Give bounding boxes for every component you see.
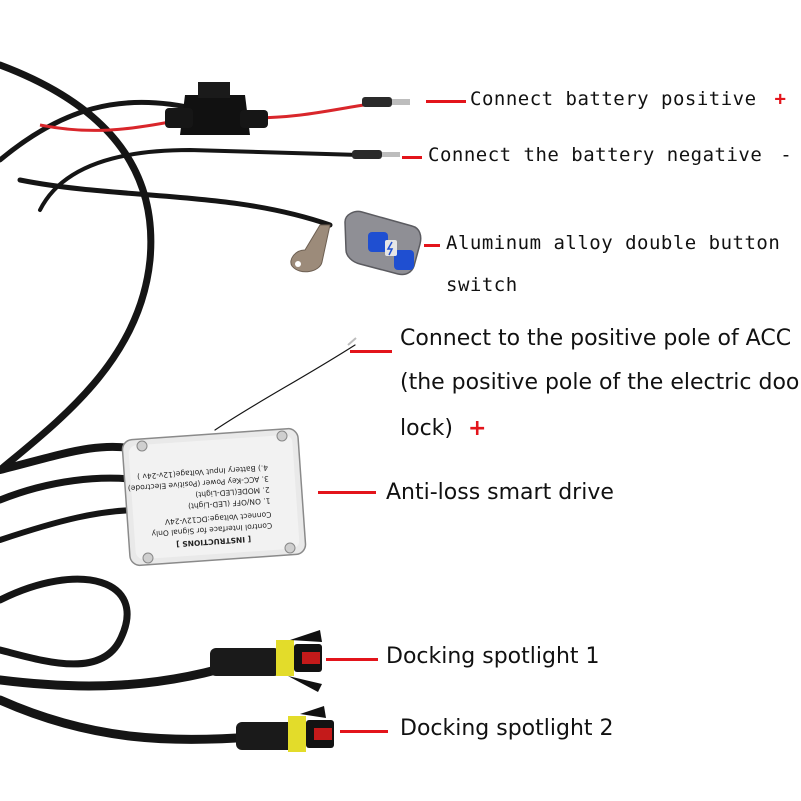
- label-battery-positive: Connect battery positive +: [470, 88, 787, 110]
- label-spotlight-2: Docking spotlight 2: [400, 716, 614, 741]
- acc-bare-end: [347, 337, 357, 346]
- negative-bare-end: [382, 152, 400, 157]
- control-box: [ INSTRUCTIONS ] Control Interface for S…: [121, 427, 307, 567]
- wire-lower-loop: [0, 575, 131, 668]
- connector-spotlight-2: [236, 706, 334, 752]
- wire-switch: [17, 177, 333, 228]
- wire-negative: [38, 147, 362, 212]
- leader-battery-negative: [402, 156, 422, 159]
- label-spotlight-1: Docking spotlight 1: [386, 644, 600, 669]
- switch-button-right: [394, 250, 414, 270]
- connector-spotlight-1: [210, 630, 322, 692]
- leader-drive: [318, 491, 376, 494]
- leader-spot1: [326, 658, 378, 661]
- wire-lower-left-2: [0, 474, 144, 504]
- label-acc-line-3: lock) +: [400, 416, 487, 441]
- fuse-holder: [165, 82, 268, 135]
- leader-switch: [424, 244, 440, 247]
- wire-main-loop: [0, 61, 155, 474]
- positive-bare-end: [392, 99, 410, 105]
- label-switch-line-1: Aluminum alloy double button: [446, 232, 781, 254]
- leader-spot2: [340, 730, 388, 733]
- positive-terminal: [362, 97, 392, 107]
- wire-spot2: [0, 695, 280, 744]
- negative-terminal: [352, 150, 382, 159]
- wire-lower-left-3: [0, 507, 143, 543]
- wire-acc-thin: [214, 344, 356, 431]
- label-acc-line-2: (the positive pole of the electric door: [400, 370, 801, 395]
- switch-button-left: [368, 232, 388, 252]
- double-button-switch: [344, 210, 422, 276]
- plus-sign: +: [468, 416, 487, 441]
- leader-acc: [350, 350, 392, 353]
- plus-sign: +: [774, 88, 787, 110]
- wire-upper-bundle: [0, 99, 203, 163]
- label-switch-line-2: switch: [446, 274, 518, 296]
- bolt-icon: [385, 240, 397, 256]
- switch-bracket: [290, 224, 331, 273]
- label-smart-drive: Anti-loss smart drive: [386, 480, 614, 505]
- label-battery-negative: Connect the battery negative -: [428, 144, 793, 166]
- label-acc-line-1: Connect to the positive pole of ACC: [400, 326, 792, 351]
- minus-sign: -: [780, 144, 793, 166]
- leader-battery-positive: [426, 100, 466, 103]
